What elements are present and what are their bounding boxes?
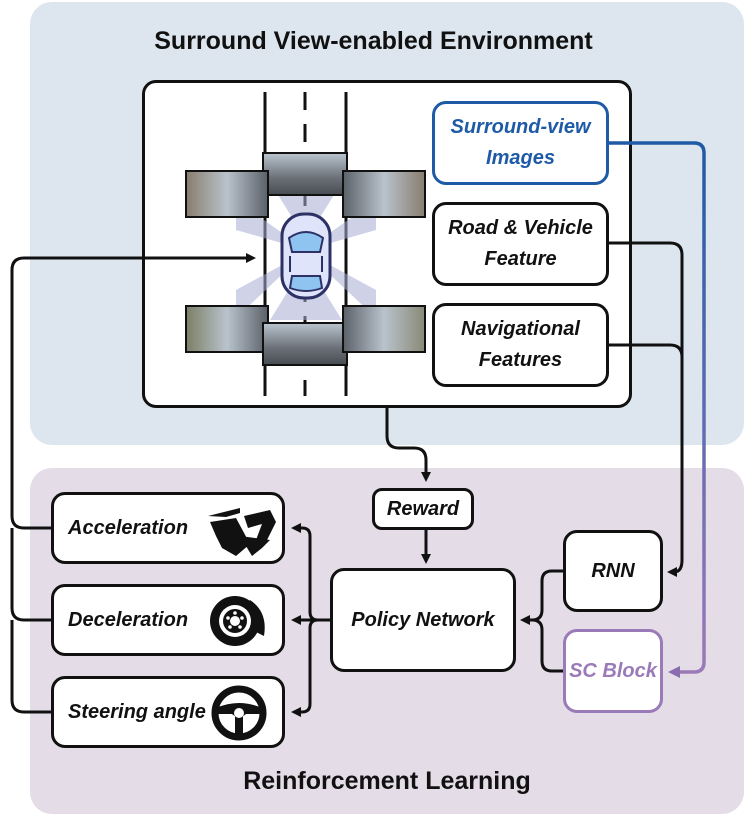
rnn-label: RNN [591,559,635,582]
road-feature-to-rnn-line [609,241,684,577]
camera-rear-right-image [342,305,426,353]
policy-network-label: Policy Network [351,608,495,631]
acceleration-label: Acceleration [68,516,189,539]
feedback-deceleration-line [10,528,51,622]
surround-view-to-scblock-line [609,141,706,678]
camera-front-left-image [185,170,269,218]
rl-title: Reinforcement Learning [243,767,531,795]
surround-view-label-line2: Images [486,147,555,169]
rnn-box: RNN [563,530,663,612]
feedback-steering-line [10,620,51,714]
reward-box: Reward [372,488,474,530]
camera-front-image [262,152,348,196]
steering-angle-label: Steering angle [68,700,206,723]
steering-wheel-icon [211,685,267,741]
accelerator-pedal-icon [208,508,276,556]
policy-to-steering-line [291,618,319,717]
sc-block-box: SC Block [563,629,663,713]
deceleration-label: Deceleration [68,608,189,631]
navigational-label-line2: Features [478,349,563,371]
policy-network-box: Policy Network [330,568,516,672]
scblock-to-policy-line [531,618,563,673]
policy-to-acceleration-line [291,523,330,622]
road-vehicle-label-line1: Road & Vehicle [448,217,593,239]
env-to-reward-line [385,408,431,482]
navigational-label-line1: Navigational [461,318,580,340]
ego-car-icon [280,212,332,300]
sc-block-label: SC Block [569,659,657,682]
camera-front-right-image [342,170,426,218]
environment-title: Surround View-enabled Environment [154,27,593,55]
rnn-to-policy-line [520,569,563,625]
brake-disc-icon [210,596,265,646]
acceleration-box: Acceleration [51,492,285,564]
reward-label: Reward [386,497,460,520]
navigational-to-rnn-line [609,343,684,358]
surround-view-label-line1: Surround-view [450,116,591,138]
feedback-loop-line [10,253,256,530]
road-vehicle-label-line2: Feature [484,248,557,270]
